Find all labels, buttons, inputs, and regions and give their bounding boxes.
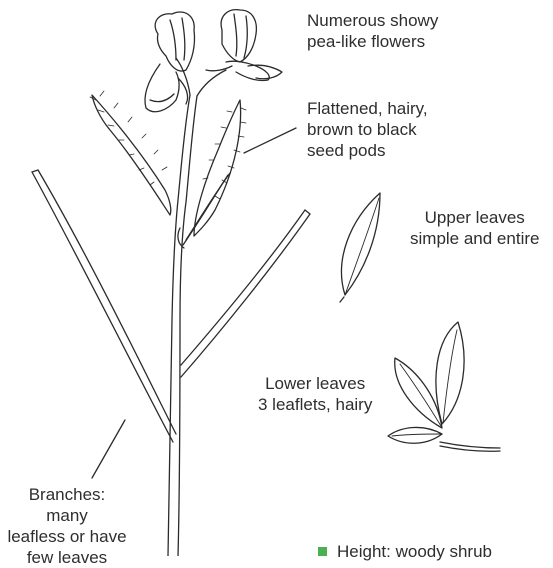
- lower-leaf-trifoliate: [388, 322, 500, 451]
- lower-leaves-label: Lower leaves 3 leaflets, hairy: [258, 373, 372, 415]
- upper-leaf-simple: [340, 193, 380, 302]
- lower-leaves-label-line: Lower leaves: [258, 373, 372, 394]
- left-branch: [32, 170, 176, 442]
- upper-leaves-label-line: simple and entire: [410, 228, 539, 249]
- pods-leader-line: [244, 128, 296, 153]
- branches-label-line: Branches: many: [6, 484, 128, 526]
- upper-right-branch: [183, 173, 230, 245]
- flowers-label-line: Numerous showy: [307, 10, 438, 31]
- branches-label-line: leafless or have: [6, 526, 128, 547]
- upper-leaves-label-line: Upper leaves: [410, 207, 539, 228]
- seed-pods-label-line: seed pods: [307, 140, 428, 161]
- height-note: Height: woody shrub: [318, 541, 492, 562]
- height-note-text: Height: woody shrub: [337, 542, 492, 561]
- branches-label: Branches: many leafless or have few leav…: [6, 484, 128, 568]
- main-stem: [168, 95, 197, 556]
- seed-pods-label: Flattened, hairy, brown to black seed po…: [307, 98, 428, 161]
- left-flower: [145, 12, 195, 112]
- branches-label-line: few leaves: [6, 547, 128, 568]
- seed-pods-label-line: Flattened, hairy,: [307, 98, 428, 119]
- green-bullet-icon: [318, 547, 327, 556]
- flowers-label: Numerous showy pea-like flowers: [307, 10, 438, 52]
- upper-leaves-label: Upper leaves simple and entire: [410, 207, 539, 249]
- flower-stems: [176, 58, 226, 96]
- branches-leader-line: [92, 420, 125, 478]
- right-branch: [181, 210, 310, 377]
- lower-leaves-label-line: 3 leaflets, hairy: [258, 394, 372, 415]
- seed-pods-label-line: brown to black: [307, 119, 428, 140]
- right-flower: [206, 10, 282, 81]
- flowers-label-line: pea-like flowers: [307, 31, 438, 52]
- plant-illustration: [0, 0, 553, 556]
- left-seed-pod: [90, 91, 171, 215]
